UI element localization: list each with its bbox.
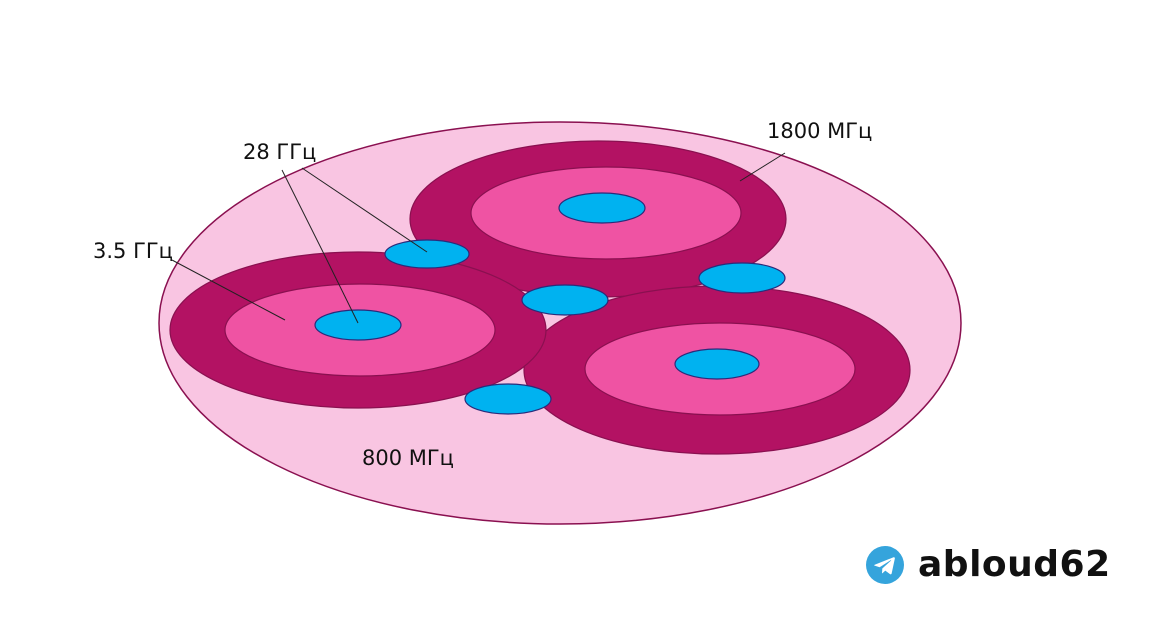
- leader-line-1800: [739, 152, 786, 182]
- brand-name: abloud62: [918, 544, 1111, 585]
- leader-line-28-c: [301, 167, 428, 253]
- small-cell-3: [698, 262, 786, 294]
- label-28: 28 ГГц: [243, 140, 316, 164]
- brand-watermark: abloud62: [866, 546, 1111, 584]
- leader-line-28-b: [322, 251, 359, 324]
- cell-top-core: [558, 192, 646, 224]
- label-3-5: 3.5 ГГц: [93, 239, 173, 263]
- small-cell-1: [384, 239, 470, 269]
- label-800: 800 МГц: [362, 446, 454, 470]
- label-1800: 1800 МГц: [767, 119, 872, 143]
- leader-line-3-5: [171, 259, 286, 321]
- small-cell-4: [464, 383, 552, 415]
- telegram-icon: [866, 546, 904, 584]
- cell-left-core: [314, 309, 402, 341]
- leader-line-28-a: [281, 169, 324, 253]
- cell-right-core: [674, 348, 760, 380]
- small-cell-2: [521, 284, 609, 316]
